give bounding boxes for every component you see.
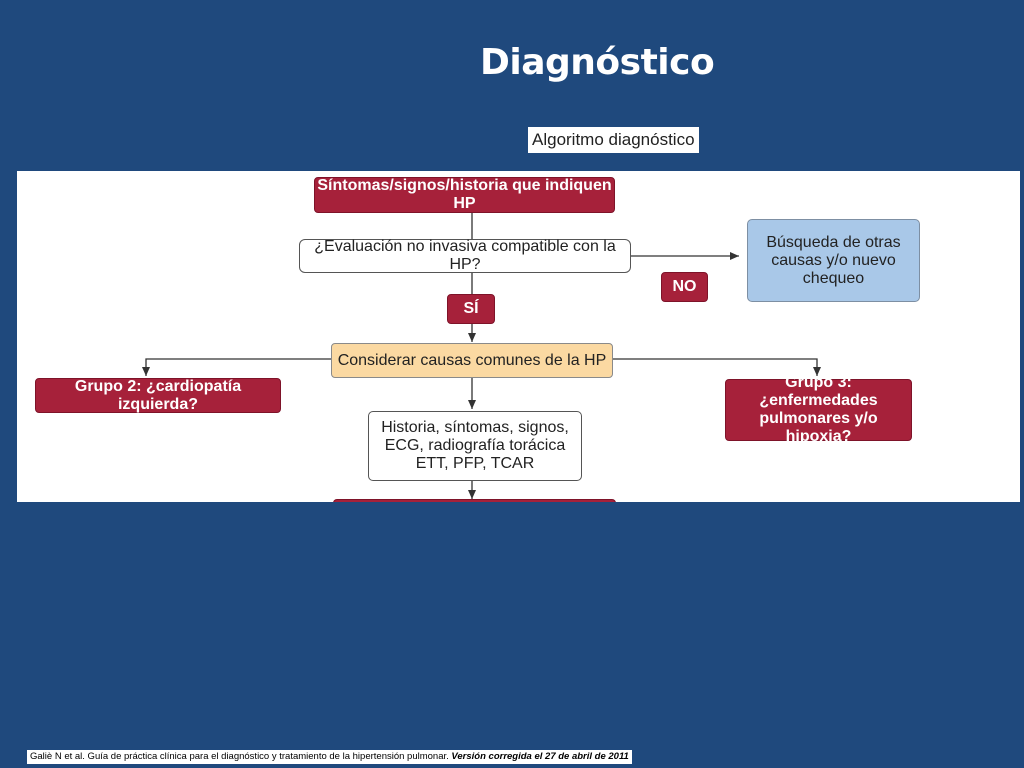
slide-subtitle: Algoritmo diagnóstico xyxy=(528,127,699,153)
citation-version: Versión corregida el 27 de abril de 2011 xyxy=(451,751,629,762)
question-box: ¿Evaluación no invasiva compatible con l… xyxy=(299,238,631,273)
next-step-box-partial xyxy=(333,499,616,502)
flowchart-connectors xyxy=(142,212,821,499)
group2-box: Grupo 2: ¿cardiopatía izquierda? xyxy=(35,378,281,413)
flowchart-panel: Síntomas/signos/historia que indiquen HP… xyxy=(17,171,1020,502)
slide-title: Diagnóstico xyxy=(480,42,715,83)
connector-causes-to-group3 xyxy=(612,358,821,376)
citation-text: Galiè N et al. Guía de práctica clínica … xyxy=(30,751,452,762)
citation-footer: Galiè N et al. Guía de práctica clínica … xyxy=(27,750,632,764)
group3-box: Grupo 3: ¿enfermedades pulmonares y/o hi… xyxy=(725,374,912,445)
no-label: NO xyxy=(661,272,708,302)
connector-causes-to-group2 xyxy=(142,358,332,376)
yes-label: SÍ xyxy=(447,294,495,324)
no-outcome-box: Búsqueda de otras causas y/o nuevo chequ… xyxy=(747,219,920,302)
start-box: Síntomas/signos/historia que indiquen HP xyxy=(314,177,615,213)
tests-box: Historia, síntomas, signos, ECG, radiogr… xyxy=(368,411,582,481)
common-causes-box: Considerar causas comunes de la HP xyxy=(331,343,613,378)
